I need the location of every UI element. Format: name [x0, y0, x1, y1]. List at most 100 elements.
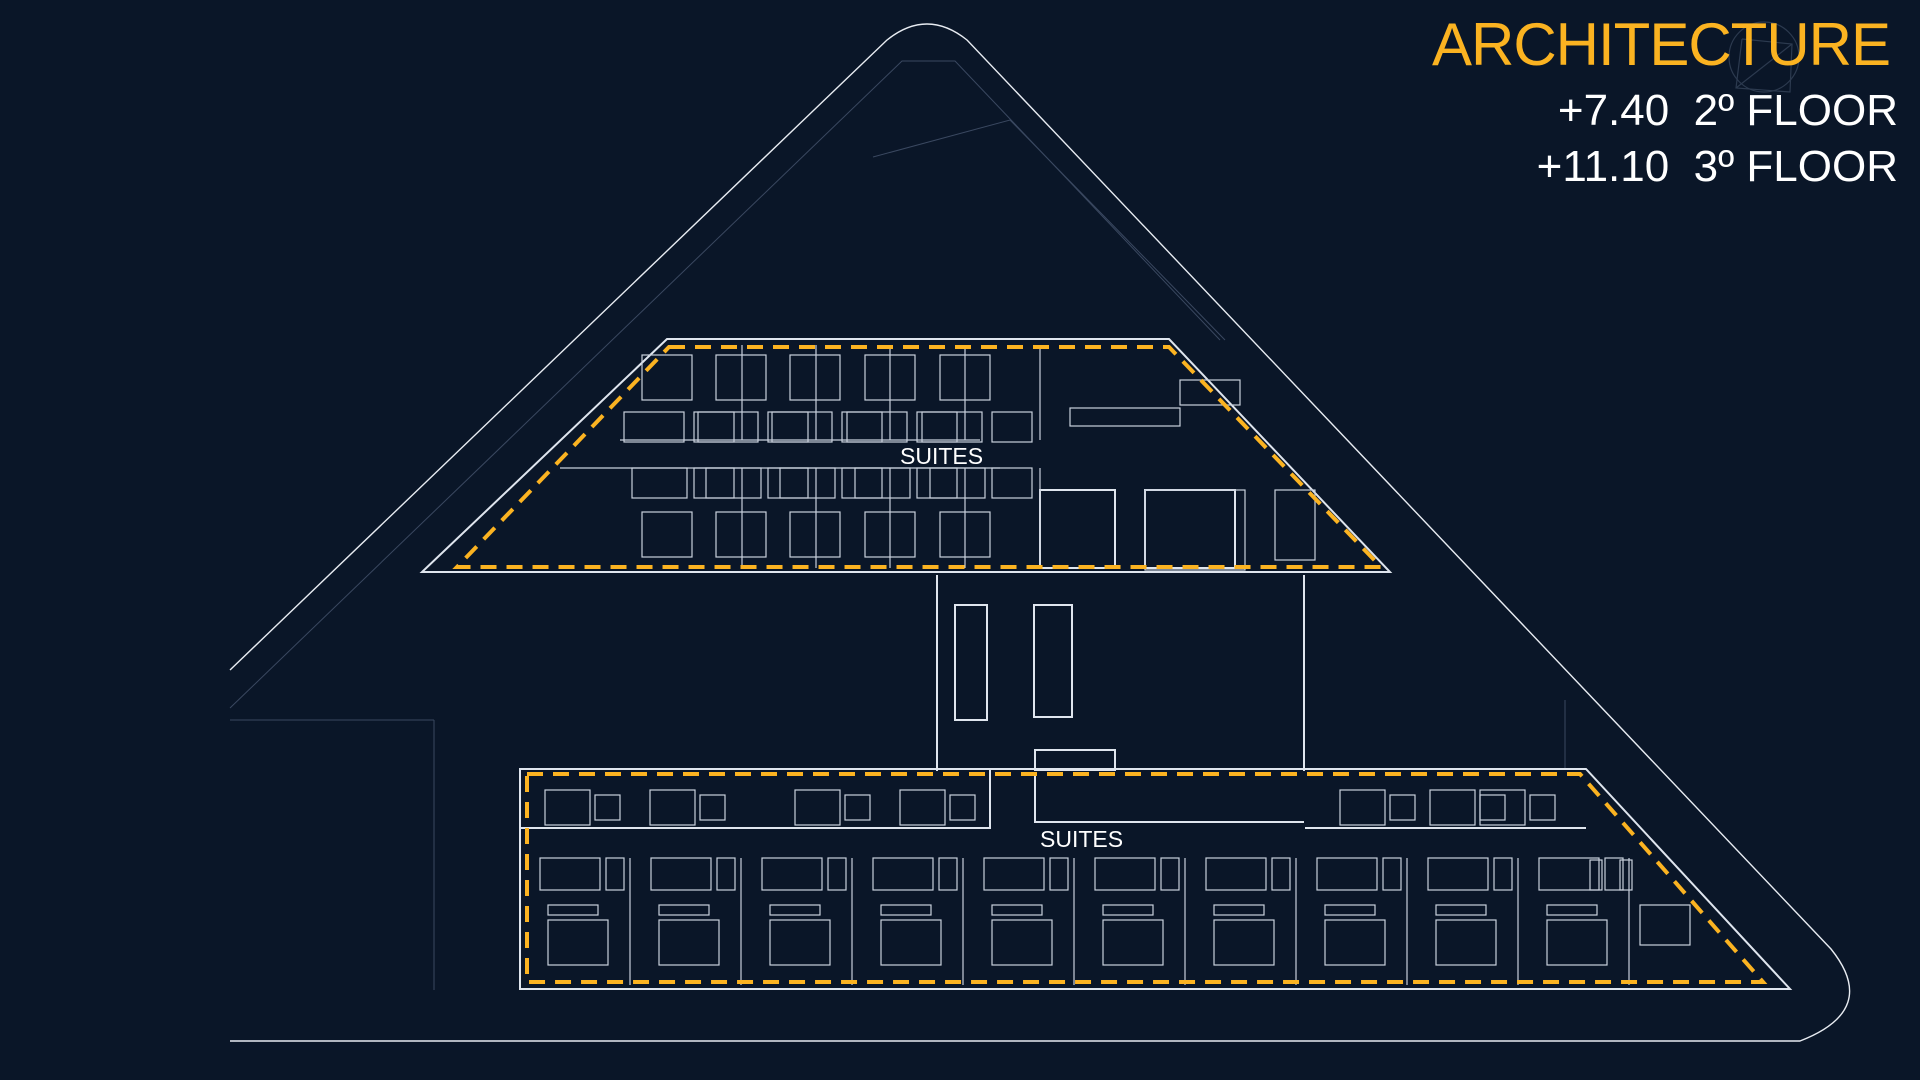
room-outline	[991, 467, 1033, 499]
room-outline	[1094, 857, 1156, 891]
room-outline	[594, 794, 621, 821]
room-outline	[1102, 919, 1164, 966]
room-outline	[1429, 789, 1476, 826]
room-outline	[1427, 857, 1489, 891]
room-outline	[1324, 919, 1386, 966]
room-outline	[872, 857, 934, 891]
room-outline	[1205, 857, 1267, 891]
lower-block-walls	[519, 768, 1793, 990]
room-outline	[939, 354, 991, 401]
upper-block-walls	[419, 338, 1393, 573]
north-compass-icon	[1728, 21, 1800, 93]
room-units	[539, 345, 1691, 985]
room-outline	[1144, 489, 1246, 571]
room-outline	[693, 411, 735, 443]
room-outline	[716, 857, 736, 891]
room-outline	[1589, 859, 1603, 891]
room-outline	[631, 467, 688, 499]
room-outline	[789, 511, 841, 558]
room-outline	[649, 789, 696, 826]
room-outline	[1339, 789, 1386, 826]
room-outline	[939, 511, 991, 558]
site-boundary	[229, 23, 1851, 1042]
central-core-walls	[936, 489, 1305, 823]
room-outline	[1324, 904, 1376, 916]
room-outline	[899, 789, 946, 826]
room-outline	[991, 411, 1033, 443]
level-label-3rd-floor: +11.10 3º FLOOR	[1536, 142, 1898, 191]
room-outline	[1160, 857, 1180, 891]
room-outline	[769, 904, 821, 916]
room-outline	[1435, 919, 1497, 966]
room-outline	[1069, 407, 1181, 427]
room-outline	[1316, 857, 1378, 891]
room-outline	[544, 789, 591, 826]
suites-zone-outline	[452, 345, 1768, 984]
zone-label-upper-suites: SUITES	[900, 443, 984, 469]
room-outline	[658, 919, 720, 966]
room-outline	[841, 467, 883, 499]
zone-label-lower-suites: SUITES	[1040, 826, 1124, 852]
room-outline	[658, 904, 710, 916]
room-outline	[1546, 904, 1598, 916]
room-outline	[1538, 857, 1600, 891]
section-title: ARCHITECTURE	[1431, 11, 1891, 78]
room-outline	[844, 794, 871, 821]
room-outline	[921, 411, 983, 443]
room-outline	[1619, 859, 1633, 891]
room-outline	[1179, 379, 1241, 406]
room-outline	[1529, 794, 1556, 821]
room-outline	[1102, 904, 1154, 916]
room-outline	[864, 511, 916, 558]
room-outline	[539, 857, 601, 891]
room-outline	[1435, 904, 1487, 916]
room-outline	[1274, 489, 1316, 561]
room-outline	[1493, 857, 1513, 891]
room-outline	[880, 919, 942, 966]
room-outline	[761, 857, 823, 891]
room-outline	[1479, 789, 1526, 826]
room-outline	[697, 411, 759, 443]
room-outline	[916, 467, 958, 499]
room-outline	[767, 467, 809, 499]
level-label-2nd-floor: +7.40 2º FLOOR	[1557, 86, 1898, 135]
room-outline	[769, 919, 831, 966]
room-outline	[991, 919, 1053, 966]
room-outline	[605, 857, 625, 891]
room-outline	[983, 857, 1045, 891]
site-inner-lines	[229, 60, 1566, 990]
room-outline	[1271, 857, 1291, 891]
room-outline	[767, 411, 809, 443]
room-outline	[827, 857, 847, 891]
room-outline	[547, 919, 609, 966]
room-outline	[1213, 919, 1275, 966]
room-outline	[693, 467, 735, 499]
room-outline	[650, 857, 712, 891]
room-outline	[1639, 904, 1691, 946]
room-outline	[1213, 904, 1265, 916]
room-outline	[864, 354, 916, 401]
room-outline	[789, 354, 841, 401]
room-outline	[916, 411, 958, 443]
room-outline	[623, 411, 685, 443]
room-outline	[1479, 794, 1506, 821]
room-outline	[841, 411, 883, 443]
room-outline	[547, 904, 599, 916]
room-outline	[1604, 857, 1624, 891]
room-outline	[846, 411, 908, 443]
room-outline	[715, 354, 767, 401]
room-outline	[715, 511, 767, 558]
room-outline	[641, 354, 693, 401]
room-outline	[991, 904, 1043, 916]
room-outline	[794, 789, 841, 826]
room-outline	[1546, 919, 1608, 966]
room-outline	[1382, 857, 1402, 891]
room-outline	[641, 511, 693, 558]
room-outline	[1049, 857, 1069, 891]
room-outline	[938, 857, 958, 891]
room-outline	[771, 411, 833, 443]
room-outline	[1389, 794, 1416, 821]
room-outline	[699, 794, 726, 821]
room-outline	[880, 904, 932, 916]
